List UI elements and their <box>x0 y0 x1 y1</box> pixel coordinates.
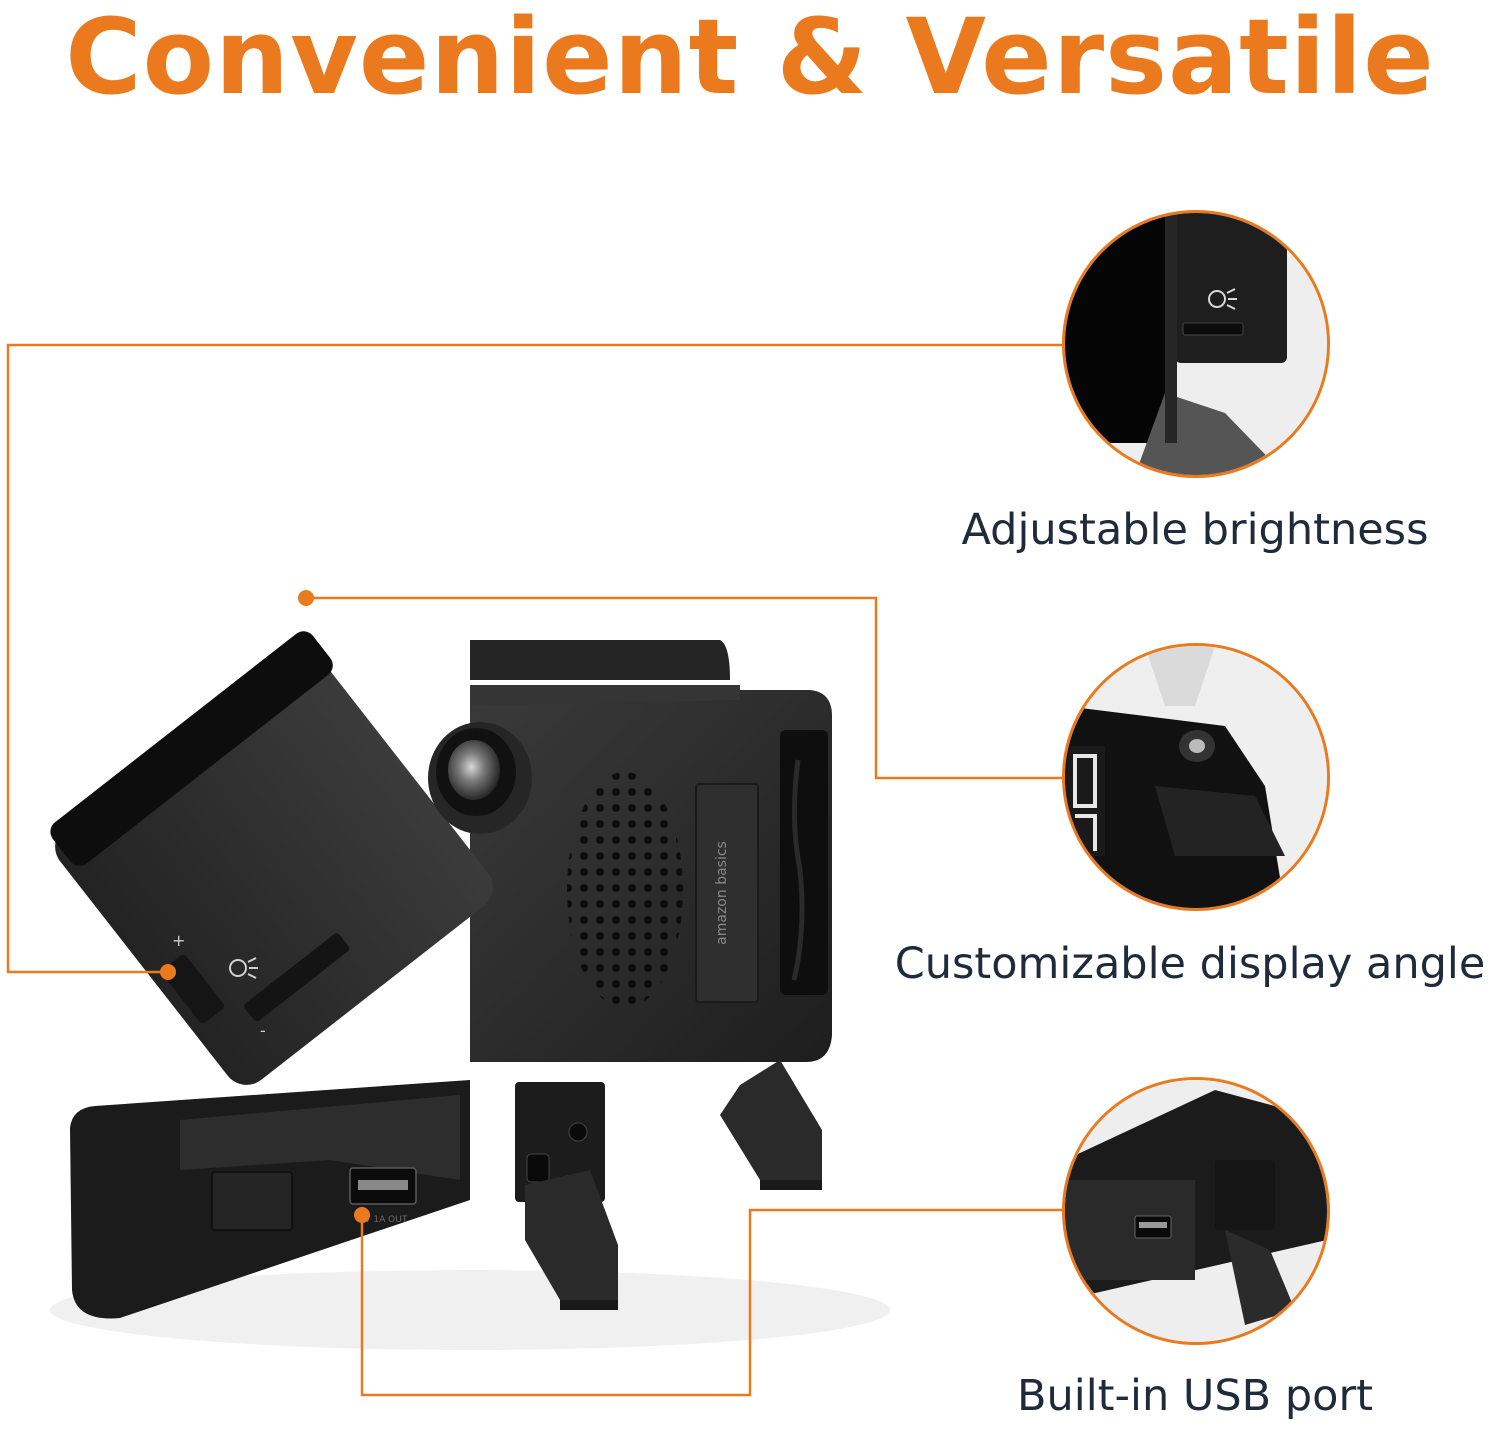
cable-slot <box>780 730 828 995</box>
display-angle-callout <box>1062 643 1330 911</box>
caption-display-angle: Customizable display angle <box>894 939 1486 989</box>
svg-text:5V 1A OUT: 5V 1A OUT <box>359 1215 408 1225</box>
connector-line-angle <box>306 596 1062 780</box>
right-foot <box>720 1060 822 1180</box>
usb-port-closeup-icon <box>1065 1080 1327 1342</box>
caption-usb-port: Built-in USB port <box>1017 1371 1373 1421</box>
page-title: Convenient & Versatile <box>65 0 1435 118</box>
battery-cover <box>695 783 759 1003</box>
brand-logo: amazon basics <box>714 841 730 945</box>
projector-lens <box>428 722 532 834</box>
left-foot <box>525 1170 618 1300</box>
svg-text:-: - <box>260 1021 266 1040</box>
brightness-dial-closeup-icon <box>1065 213 1327 475</box>
connector-line-usb <box>360 1208 1062 1397</box>
svg-text:+: + <box>172 931 185 950</box>
display-angle-closeup-icon <box>1065 646 1327 908</box>
usb-callout <box>1062 1077 1330 1345</box>
speaker-grill <box>567 772 683 1008</box>
connector-dot-brightness <box>160 964 176 980</box>
caption-adjustable-brightness: Adjustable brightness <box>961 505 1429 555</box>
connector-dot-angle <box>298 590 314 606</box>
connector-line-brightness <box>6 343 1062 974</box>
brightness-dial: + - <box>161 931 266 1040</box>
brightness-callout <box>1062 210 1330 478</box>
connector-dot-usb <box>354 1207 370 1223</box>
